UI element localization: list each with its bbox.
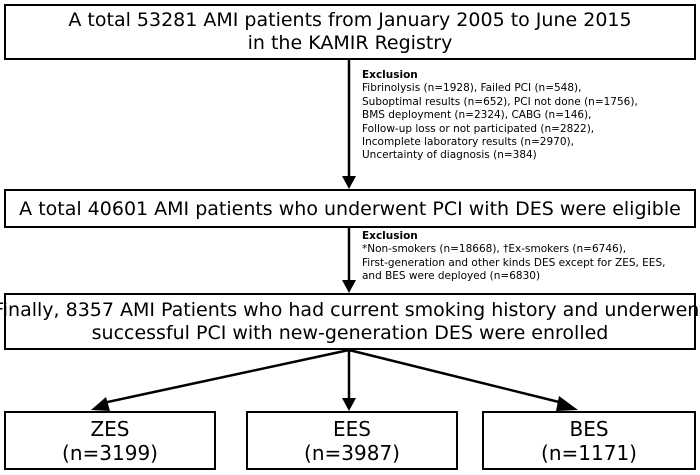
group-box-ees: EES (n=3987) [246,411,458,470]
group-box-zes: ZES (n=3199) [4,411,216,470]
arrowhead-to-bes [556,396,578,411]
enrolled-line-1: Finally, 8357 AMI Patients who had curre… [0,298,700,321]
eligible-box: A total 40601 AMI patients who underwent… [4,189,696,228]
arrowhead-to-eligible [342,176,356,189]
arrowhead-to-enrolled [342,280,356,293]
eligible-line-1: A total 40601 AMI patients who underwent… [19,197,681,220]
total-registry-box: A total 53281 AMI patients from January … [4,4,696,60]
exclusion-heading-1: Exclusion [362,69,418,81]
exclusion-1-line-3: BMS deployment (n=2324), CABG (n=146), [362,109,592,122]
exclusion-1-line-5: Incomplete laboratory results (n=2970), [362,136,574,149]
enrolled-box: Finally, 8357 AMI Patients who had curre… [0,293,700,350]
exclusion-note-1: Exclusion Fibrinolysis (n=1928), Failed … [362,69,638,163]
group-name-zes: ZES [90,416,130,441]
total-registry-line-2: in the KAMIR Registry [247,32,453,54]
exclusion-2-line-1: *Non-smokers (n=18668), †Ex-smokers (n=6… [362,243,627,256]
exclusion-1-line-6: Uncertainty of diagnosis (n=384) [362,149,537,162]
group-box-bes: BES (n=1171) [482,411,696,470]
arrow-shaft-to-bes [348,348,564,405]
exclusion-1-line-1: Fibrinolysis (n=1928), Failed PCI (n=548… [362,82,582,95]
exclusion-note-2: Exclusion *Non-smokers (n=18668), †Ex-sm… [362,230,665,284]
exclusion-1-line-4: Follow-up loss or not participated (n=28… [362,122,595,135]
arrowhead-to-ees [342,398,356,411]
total-registry-line-1: A total 53281 AMI patients from January … [68,9,632,31]
group-count-zes: (n=3199) [62,440,158,465]
group-name-ees: EES [333,416,371,441]
arrow-shaft-to-zes [102,348,350,405]
exclusion-1-line-2: Suboptimal results (n=652), PCI not done… [362,95,638,108]
group-count-bes: (n=1171) [541,440,637,465]
group-count-ees: (n=3987) [304,440,400,465]
group-name-bes: BES [569,416,609,441]
enrolled-line-2: successful PCI with new-generation DES w… [91,321,609,344]
exclusion-2-line-3: and BES were deployed (n=6830) [362,270,541,283]
arrowhead-to-zes [91,397,110,411]
exclusion-2-line-2: First-generation and other kinds DES exc… [362,256,666,269]
exclusion-heading-2: Exclusion [362,230,418,242]
